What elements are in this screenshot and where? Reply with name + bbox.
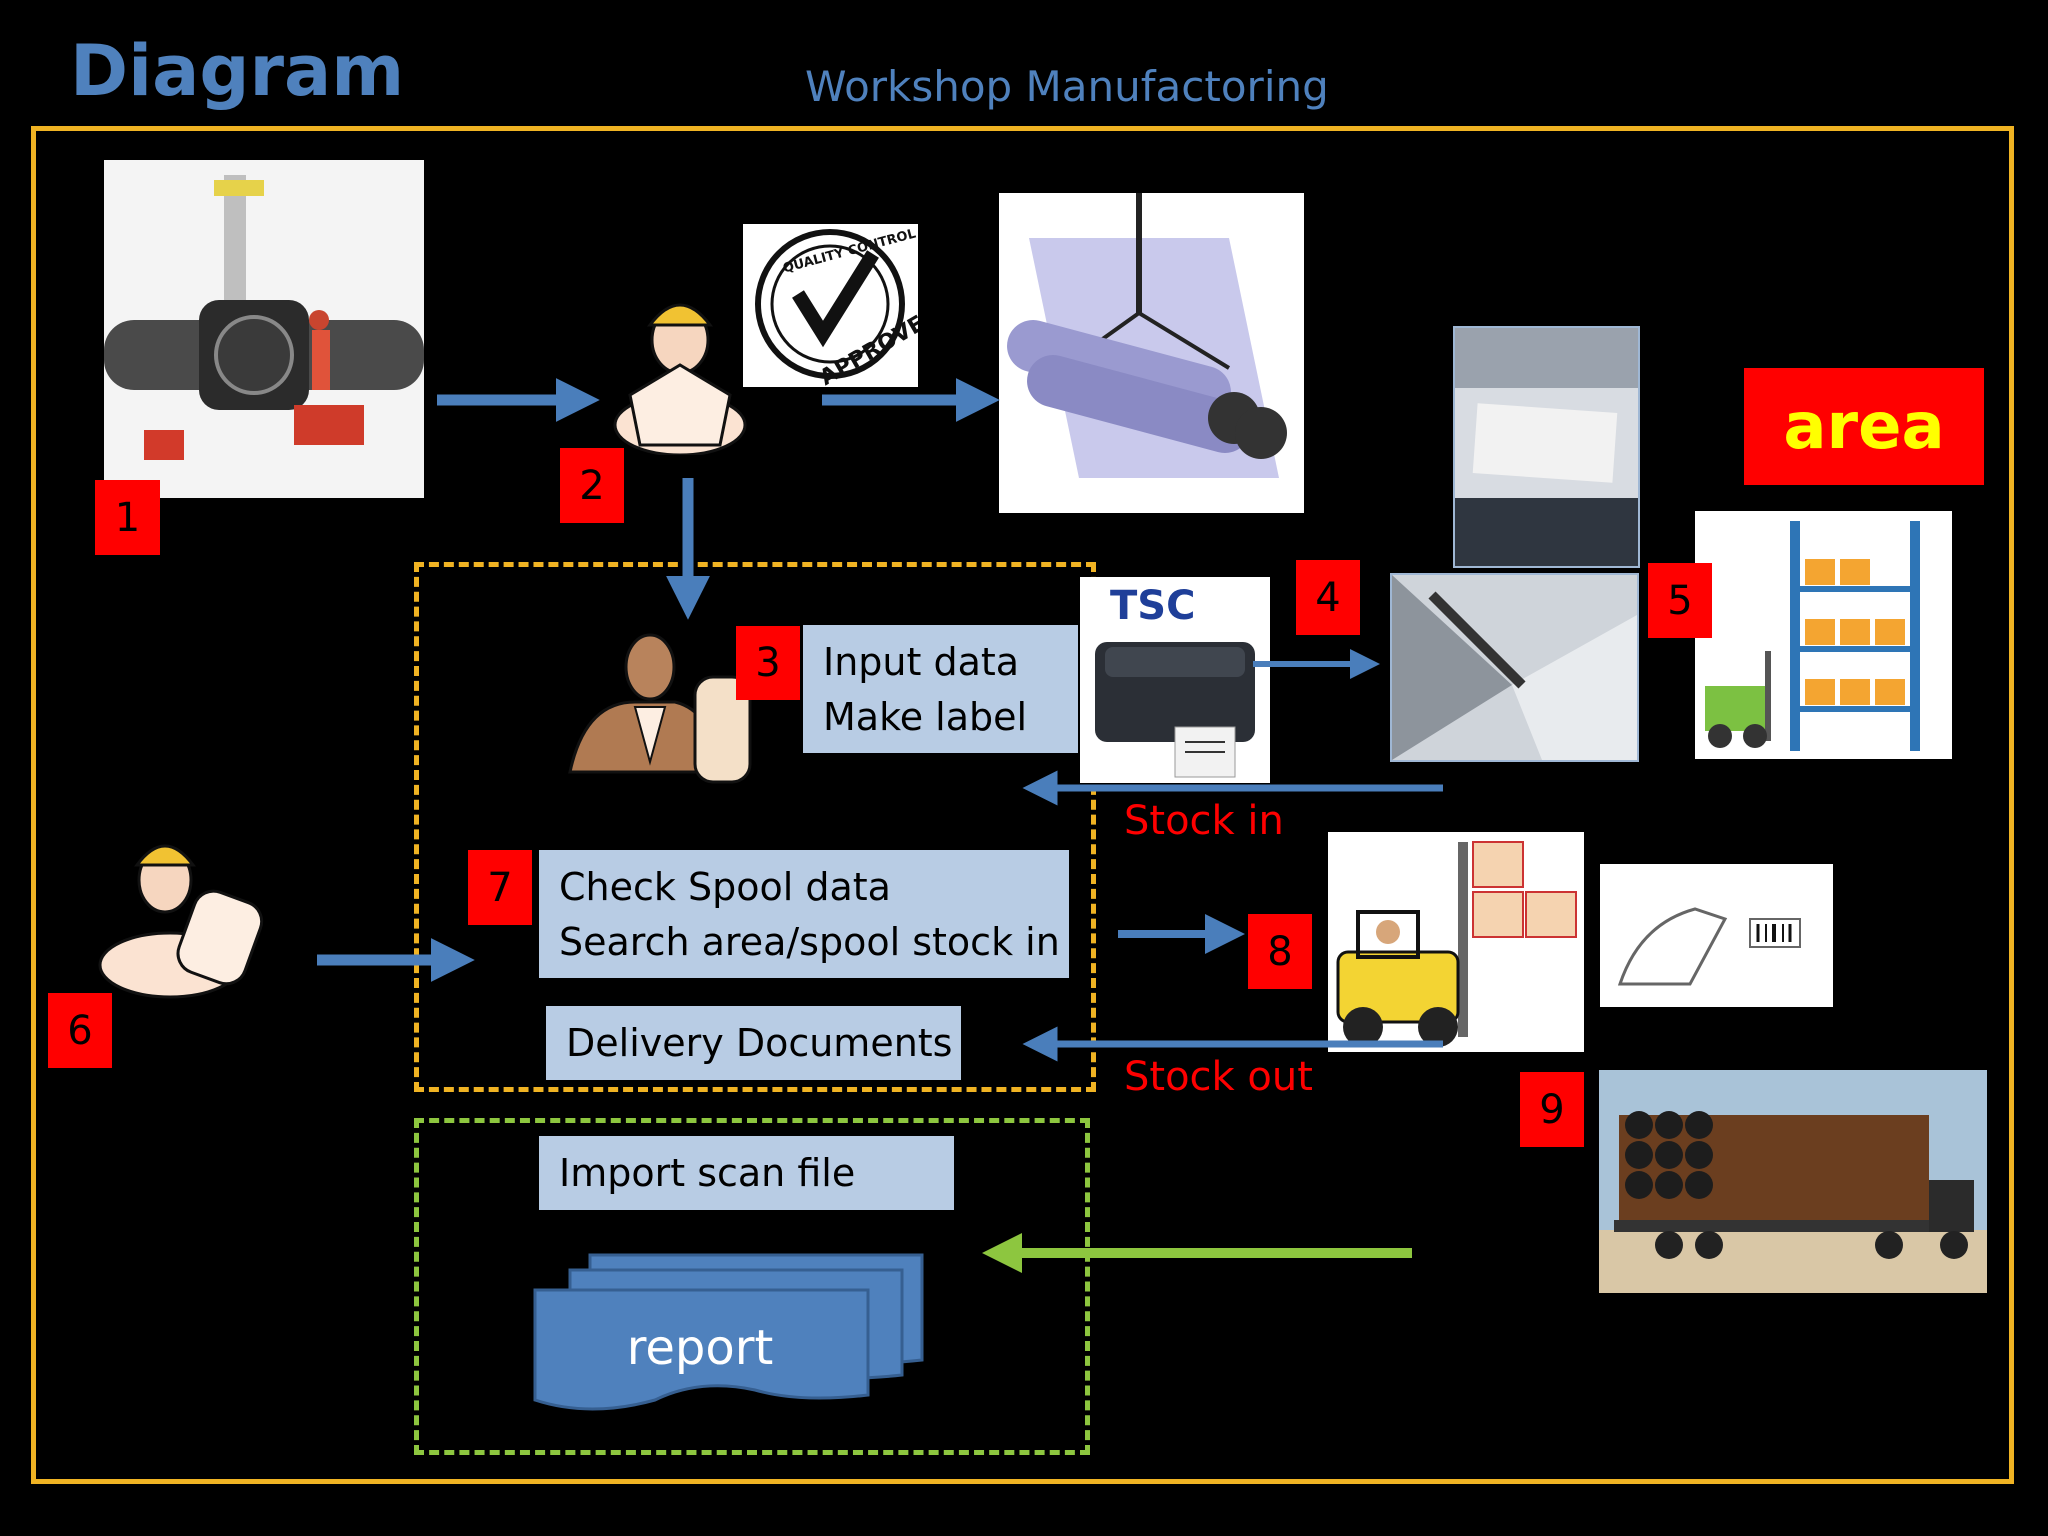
pipe-truck-image <box>1599 1070 1987 1293</box>
inspector-with-document-image <box>95 825 265 1000</box>
page-title: Diagram <box>70 30 405 112</box>
label-marking-closeup-image <box>1390 573 1639 762</box>
search-area-text: Search area/spool stock in <box>559 920 1060 964</box>
printer-brand-text: TSC <box>1110 583 1196 629</box>
step-4-badge: 4 <box>1296 560 1360 635</box>
step-9-badge: 9 <box>1520 1072 1584 1147</box>
input-data-text: Input data <box>823 640 1020 684</box>
warehouse-rack-image <box>1695 511 1952 759</box>
check-spool-text: Check Spool data <box>559 865 891 909</box>
make-label-text: Make label <box>823 695 1028 739</box>
stock-in-label: Stock in <box>1124 798 1284 844</box>
office-clerk-image <box>565 622 757 794</box>
import-scan-file-box: Import scan file <box>539 1136 954 1210</box>
report-document-shape <box>530 1250 930 1420</box>
lifted-pipes-image <box>999 193 1304 513</box>
import-scan-file-text: Import scan file <box>559 1151 856 1195</box>
step-1-badge: 1 <box>95 480 160 555</box>
area-label: area <box>1744 368 1984 485</box>
stock-out-label: Stock out <box>1124 1054 1313 1100</box>
approved-stamp-image: QUALITY CONTROL APPROVED <box>743 224 918 387</box>
step-8-badge: 8 <box>1248 914 1312 989</box>
step-3-badge: 3 <box>736 626 800 700</box>
delivery-documents-text: Delivery Documents <box>566 1021 953 1065</box>
report-label: report <box>626 1320 774 1376</box>
delivery-documents-box: Delivery Documents <box>546 1006 961 1080</box>
barcode-scanner-image <box>1600 864 1833 1007</box>
page-subtitle: Workshop Manufactoring <box>805 62 1329 111</box>
office-process-group <box>414 562 1096 1092</box>
tsc-label-printer-image: TSC <box>1080 577 1270 783</box>
step-7-badge: 7 <box>468 850 532 925</box>
pipe-label-closeup-image <box>1453 326 1640 568</box>
pipe-welding-machine-image <box>104 160 424 498</box>
step-2-badge: 2 <box>560 448 624 523</box>
check-spool-box: Check Spool data Search area/spool stock… <box>539 850 1069 978</box>
report-group <box>414 1118 1090 1455</box>
forklift-boxes-image <box>1328 832 1584 1052</box>
step-5-badge: 5 <box>1648 563 1712 638</box>
step-6-badge: 6 <box>48 993 112 1068</box>
input-data-box: Input data Make label <box>803 625 1078 753</box>
diagram-frame <box>31 126 2014 1484</box>
qc-inspector-image <box>610 275 750 455</box>
